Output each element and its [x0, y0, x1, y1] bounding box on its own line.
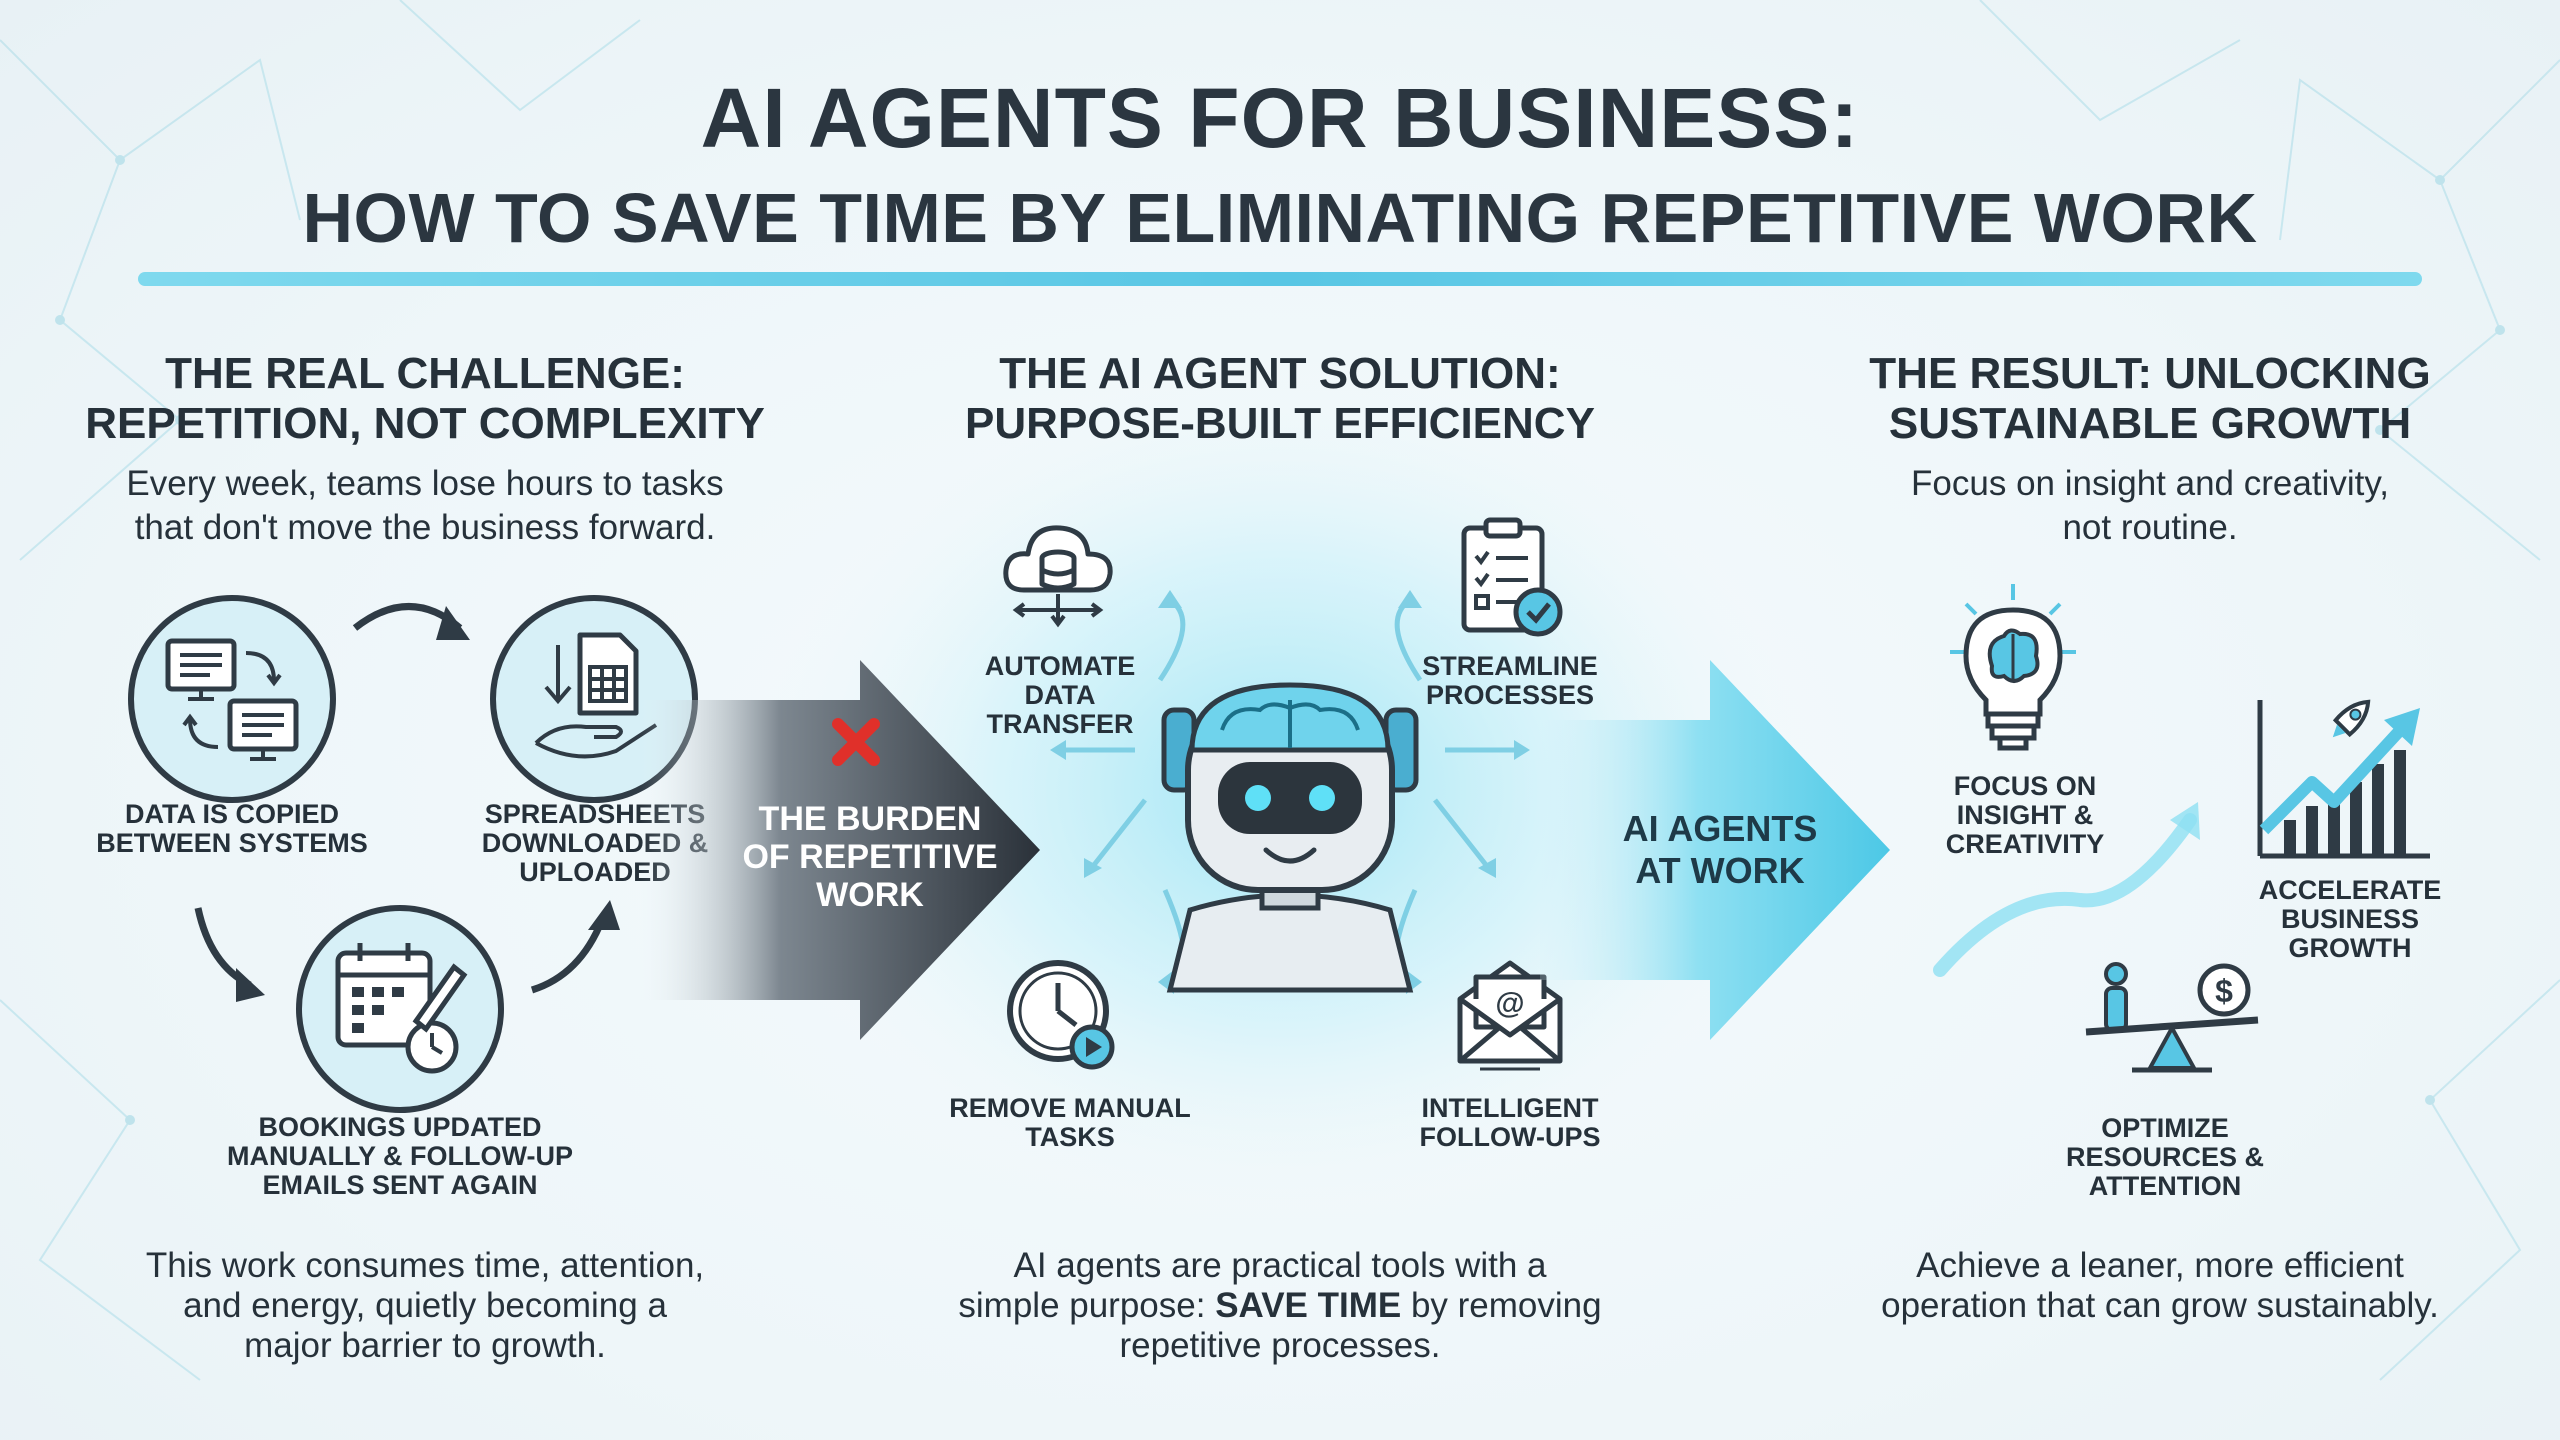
- result-heading-1: THE RESULT: UNLOCKING: [1869, 349, 2431, 398]
- bookings-label: BOOKINGS UPDATED MANUALLY & FOLLOW-UP EM…: [227, 1112, 573, 1200]
- svg-text:@: @: [1495, 987, 1524, 1020]
- challenge-footer-3: major barrier to growth.: [244, 1326, 606, 1365]
- balance-scale-icon: $: [2085, 962, 2259, 1073]
- solution-heading-1: THE AI AGENT SOLUTION:: [999, 349, 1561, 398]
- challenge-heading-2: REPETITION, NOT COMPLEXITY: [85, 399, 765, 448]
- title-divider: [138, 272, 2422, 286]
- solution-footer-3: repetitive processes.: [1119, 1326, 1441, 1365]
- clock-play-icon: [1007, 960, 1115, 1070]
- challenge-subtitle-1: Every week, teams lose hours to tasks: [126, 464, 724, 503]
- spreadsheet-hand-icon: [534, 632, 658, 759]
- optimize-resources-label: OPTIMIZE RESOURCES & ATTENTION: [2065, 1113, 2265, 1201]
- solution-heading-2: PURPOSE-BUILT EFFICIENCY: [965, 399, 1595, 448]
- challenge-heading-1: THE REAL CHALLENGE:: [165, 349, 685, 398]
- cloud-database-icon: [1003, 525, 1113, 628]
- challenge-footer-1: This work consumes time, attention,: [145, 1246, 705, 1285]
- copy-data-label: DATA IS COPIED BETWEEN SYSTEMS: [96, 799, 368, 858]
- remove-manual-label: REMOVE MANUAL TASKS: [949, 1093, 1191, 1152]
- solution-footer-1: AI agents are practical tools with a: [1013, 1246, 1547, 1285]
- burden-line-2: OF REPETITIVE: [742, 838, 998, 876]
- streamline-label: STREAMLINE PROCESSES: [1422, 651, 1598, 710]
- spreadsheet-circle: [490, 595, 698, 803]
- save-time-emphasis: SAVE TIME: [1215, 1286, 1402, 1325]
- robot-hub: [1050, 590, 1530, 994]
- robot-icon: [1161, 682, 1419, 993]
- growth-swoosh: [1933, 802, 2200, 977]
- computers-sync-circle: [128, 595, 336, 803]
- calendar-pencil-icon: [335, 943, 468, 1074]
- automate-data-label: AUTOMATE DATA TRANSFER: [984, 651, 1136, 739]
- burden-arrow: [640, 660, 1040, 1040]
- burden-line-3: WORK: [816, 876, 924, 914]
- ai-agents-line-2: AT WORK: [1635, 850, 1805, 891]
- red-x-icon: [832, 718, 880, 766]
- intelligent-followups-label: INTELLIGENT FOLLOW-UPS: [1419, 1093, 1601, 1152]
- challenge-subtitle-2: that don't move the business forward.: [134, 508, 716, 547]
- clipboard-check-icon: [1461, 517, 1563, 637]
- solution-footer-2: simple purpose: SAVE TIME by removing: [958, 1286, 1602, 1325]
- envelope-at-icon: @: [1457, 960, 1563, 1071]
- ai-agents-line-1: AI AGENTS: [1622, 808, 1818, 849]
- result-footer-1: Achieve a leaner, more efficient: [1916, 1246, 2404, 1285]
- result-subtitle-2: not routine.: [2062, 508, 2238, 547]
- page-title: AI AGENTS FOR BUSINESS:: [700, 71, 1860, 165]
- ai-agents-arrow: [1540, 660, 1890, 1040]
- computers-sync-icon: [165, 638, 299, 761]
- accelerate-growth-label: ACCELERATE BUSINESS GROWTH: [2258, 875, 2442, 963]
- burden-line-1: THE BURDEN: [758, 800, 982, 838]
- challenge-footer-2: and energy, quietly becoming a: [183, 1286, 667, 1325]
- result-footer-2: operation that can grow sustainably.: [1881, 1286, 2439, 1325]
- calendar-circle: [296, 905, 504, 1113]
- rocket-chart-icon: [2257, 699, 2430, 859]
- result-heading-2: SUSTAINABLE GROWTH: [1888, 399, 2412, 448]
- lightbulb-brain-icon: [1950, 584, 2076, 751]
- cycle-arrows: [194, 603, 620, 1002]
- svg-text:$: $: [2215, 973, 2233, 1009]
- focus-insight-label: FOCUS ON INSIGHT & CREATIVITY: [1945, 771, 2105, 859]
- page-subtitle: HOW TO SAVE TIME BY ELIMINATING REPETITI…: [302, 179, 2258, 257]
- result-subtitle-1: Focus on insight and creativity,: [1911, 464, 2389, 503]
